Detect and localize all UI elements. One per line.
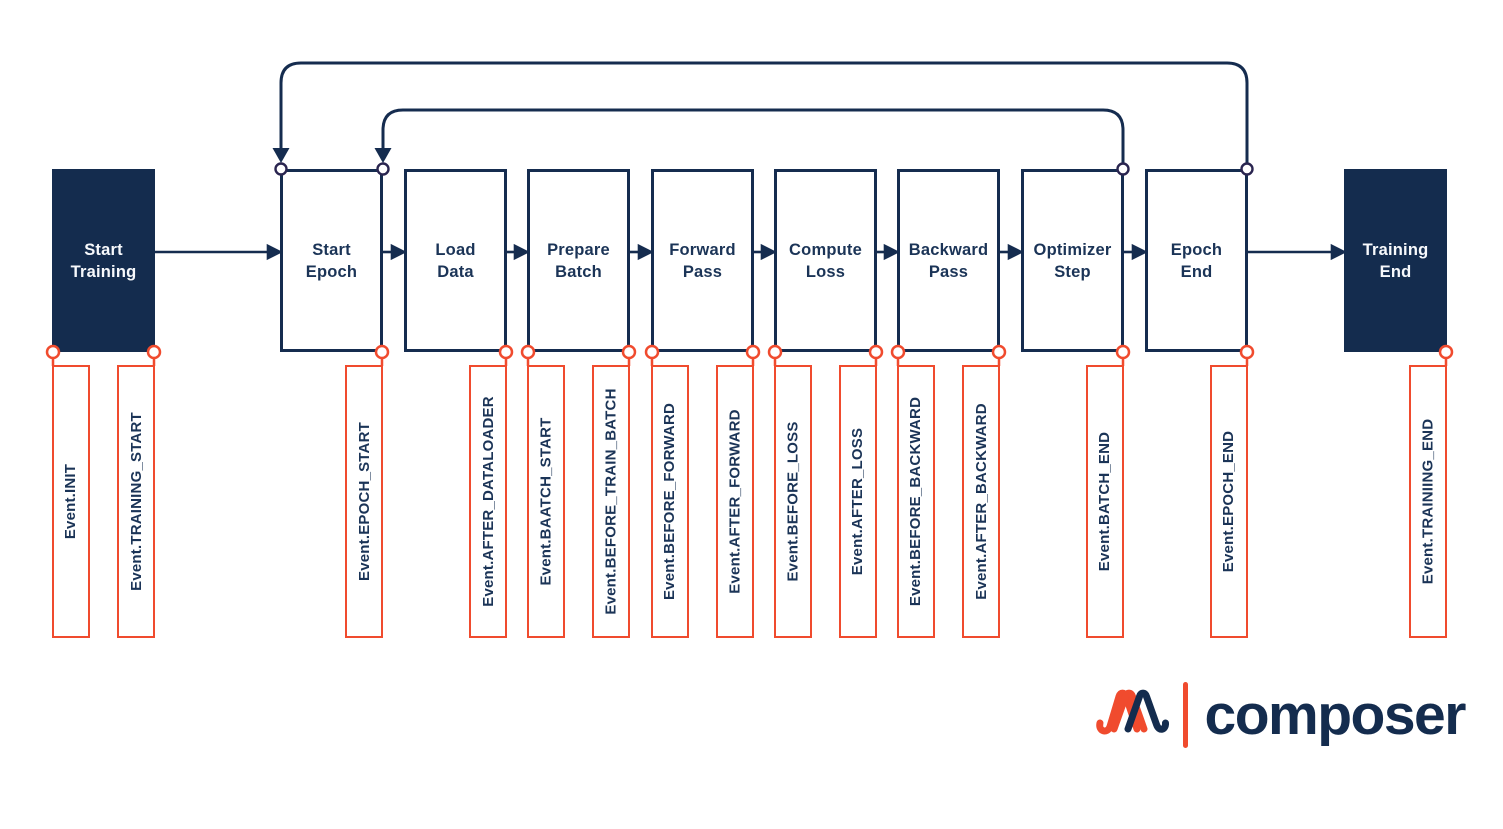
node-label: Training	[1362, 240, 1429, 259]
node-label: Load	[435, 240, 476, 259]
event-label-training-end: Event.TRAINIING_END	[1409, 365, 1447, 638]
flow-arrow	[1000, 243, 1024, 261]
batch-loop-arrowhead	[374, 148, 392, 163]
event-label-epoch-end: Event.EPOCH_END	[1210, 365, 1248, 638]
node-epoch-end: Epoch End	[1145, 169, 1248, 352]
event-text: Event.EPOCH_START	[355, 422, 373, 581]
node-forward-pass: Forward Pass	[651, 169, 754, 352]
event-label-before-forward: Event.BEFORE_FORWARD	[651, 365, 689, 638]
event-label-batch-start: Event.BAATCH_START	[527, 365, 565, 638]
flow-arrow	[155, 243, 283, 261]
node-label: Compute	[789, 240, 862, 259]
event-label-after-backward: Event.AFTER_BACKWARD	[962, 365, 1000, 638]
node-label: Backward	[908, 240, 989, 259]
event-text: Event.INIT	[62, 463, 80, 540]
event-label-epoch-start: Event.EPOCH_START	[345, 365, 383, 638]
flow-arrow	[1124, 243, 1148, 261]
event-label-after-forward: Event.AFTER_FORWARD	[716, 365, 754, 638]
logo-divider	[1183, 682, 1188, 748]
node-start-epoch: Start Epoch	[280, 169, 383, 352]
event-text: Event.TRAINIING_END	[1419, 418, 1437, 585]
node-label: Loss	[805, 262, 846, 281]
flow-arrow	[383, 243, 407, 261]
event-text: Event.BEFORE_BACKWARD	[907, 396, 925, 607]
node-label: Data	[437, 262, 474, 281]
node-backward-pass: Backward Pass	[897, 169, 1000, 352]
event-label-batch-end: Event.BATCH_END	[1086, 365, 1124, 638]
loop-arrows	[279, 61, 1249, 163]
flow-arrow	[1248, 243, 1347, 261]
node-optimizer-step: Optimizer Step	[1021, 169, 1124, 352]
flow-arrow	[507, 243, 530, 261]
event-text: Event.BATCH_END	[1096, 431, 1114, 572]
node-prepare-batch: Prepare Batch	[527, 169, 630, 352]
node-compute-loss: Compute Loss	[774, 169, 877, 352]
node-label: Start	[312, 240, 351, 259]
flow-arrow	[630, 243, 654, 261]
event-text: Event.AFTER_FORWARD	[726, 409, 744, 594]
event-text: Event.EPOCH_END	[1220, 430, 1238, 573]
event-label-after-dataloader: Event.AFTER_DATALOADER	[469, 365, 507, 638]
event-label-before-backward: Event.BEFORE_BACKWARD	[897, 365, 935, 638]
node-start-training: Start Training	[52, 169, 155, 352]
node-label: Start	[84, 240, 123, 259]
event-text: Event.AFTER_LOSS	[849, 427, 867, 576]
composer-logo: composer	[1095, 680, 1467, 750]
node-label: Forward	[669, 240, 736, 259]
node-label: Pass	[682, 262, 723, 281]
epoch-loop-line	[279, 61, 1249, 163]
event-text: Event.BAATCH_START	[537, 417, 555, 586]
node-label: Batch	[555, 262, 602, 281]
node-label: Epoch	[305, 262, 358, 281]
node-label: Pass	[928, 262, 969, 281]
event-label-init: Event.INIT	[52, 365, 90, 638]
node-label: Prepare	[547, 240, 610, 259]
flow-arrow	[877, 243, 900, 261]
node-label: Step	[1054, 262, 1091, 281]
node-label: Epoch	[1170, 240, 1223, 259]
event-text: Event.AFTER_BACKWARD	[972, 403, 990, 600]
node-label: Optimizer	[1033, 240, 1112, 259]
node-label: End	[1180, 262, 1213, 281]
event-label-training-start: Event.TRAINING_START	[117, 365, 155, 638]
epoch-loop-arrowhead	[272, 148, 290, 163]
event-label-before-train-batch: Event.BEFORE_TRAIN_BATCH	[592, 365, 630, 638]
event-text: Event.AFTER_DATALOADER	[479, 396, 497, 607]
event-text: Event.BEFORE_TRAIN_BATCH	[602, 388, 620, 615]
flow-arrow	[754, 243, 777, 261]
node-load-data: Load Data	[404, 169, 507, 352]
composer-wordmark: composer	[1204, 683, 1467, 747]
event-text: Event.BEFORE_LOSS	[784, 421, 802, 582]
node-label: Training	[70, 262, 137, 281]
event-text: Event.TRAINING_START	[127, 412, 145, 591]
event-label-before-loss: Event.BEFORE_LOSS	[774, 365, 812, 638]
composer-logo-mark-icon	[1096, 689, 1169, 735]
batch-loop-line	[381, 108, 1125, 163]
node-label: End	[1379, 262, 1412, 281]
event-label-after-loss: Event.AFTER_LOSS	[839, 365, 877, 638]
event-text: Event.BEFORE_FORWARD	[661, 402, 679, 601]
node-training-end: Training End	[1344, 169, 1447, 352]
